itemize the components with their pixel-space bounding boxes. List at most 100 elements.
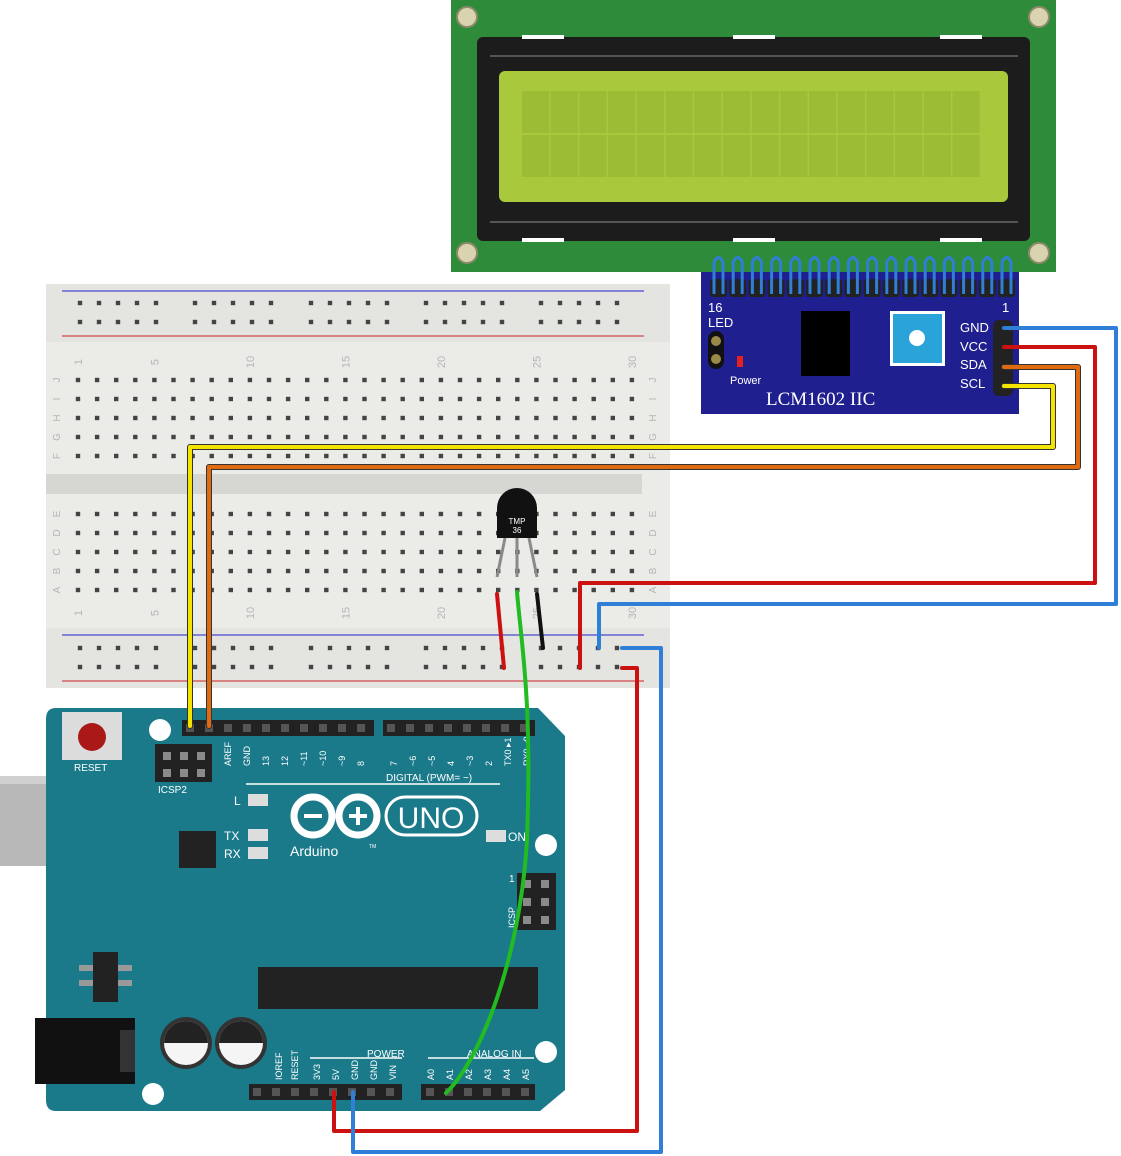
trademark: TM (369, 844, 376, 850)
breadboard-hole (305, 530, 310, 536)
icsp-pin (541, 880, 549, 888)
lcd-char-cell (923, 91, 951, 133)
breadboard-hole (96, 300, 102, 306)
i2c-pin-lead (827, 256, 840, 294)
breadboard-hole (268, 319, 274, 325)
breadboard-hole (324, 396, 329, 402)
breadboard-hole (96, 664, 102, 670)
lcd-char-cell (895, 135, 923, 177)
breadboard-hole (557, 319, 563, 325)
row-label-right: D (648, 529, 659, 536)
row-label-left: J (52, 378, 63, 383)
led-on-label: ON (508, 830, 526, 844)
breadboard-hole (419, 549, 424, 555)
digital-pin-hole (300, 724, 308, 732)
breadboard-hole (610, 511, 615, 517)
breadboard-hole (438, 530, 444, 536)
lcd-char-cell (751, 91, 779, 133)
breadboard-hole (75, 415, 81, 421)
lcd-bezel-mark (940, 238, 982, 242)
breadboard-hole (343, 568, 348, 574)
capacitor-mark (164, 1021, 208, 1043)
breadboard-hole (115, 300, 121, 306)
analog-pin-label: A2 (464, 1069, 474, 1080)
breadboard-hole (230, 664, 236, 670)
regulator-pin (118, 965, 132, 971)
lcd-char-cell (780, 91, 808, 133)
breadboard-hole (152, 587, 157, 593)
breadboard-hole (362, 587, 367, 593)
led-tx (248, 829, 268, 841)
lcd-char-cell (866, 91, 894, 133)
lcd-char-cell (923, 135, 951, 177)
breadboard-hole (591, 377, 596, 383)
breadboard-hole (343, 396, 348, 402)
digital-pin-label: 2 (484, 761, 494, 766)
lcd-bezel-mark (522, 35, 564, 39)
row-label-left: C (52, 548, 63, 555)
lcd-char-cell (579, 135, 607, 177)
digital-pin-label: TX0 ▸1 (503, 737, 513, 766)
breadboard-holes (75, 300, 635, 670)
breadboard-hole (171, 396, 176, 402)
i2c-pin-lead (846, 256, 859, 294)
led-l-label: L (234, 794, 241, 808)
breadboard-hole (249, 645, 255, 651)
breadboard-hole (327, 300, 333, 306)
column-number-top: 25 (531, 356, 543, 368)
breadboard-hole (171, 377, 176, 383)
row-label-left: H (52, 414, 63, 421)
breadboard-hole (381, 587, 386, 593)
breadboard-hole (308, 645, 314, 651)
microcontroller-chip (258, 967, 538, 1009)
breadboard-hole (442, 300, 448, 306)
breadboard-hole (572, 434, 577, 440)
breadboard-hole (419, 511, 424, 517)
breadboard-hole (614, 300, 620, 306)
row-label-right: H (648, 414, 659, 421)
column-number-bottom: 15 (340, 607, 352, 619)
lcd-char-cell (780, 135, 808, 177)
breadboard-hole (591, 434, 596, 440)
breadboard-hole (266, 511, 272, 517)
breadboard-hole (171, 549, 176, 555)
row-label-right: C (648, 548, 659, 555)
lcd-char-cell (636, 135, 664, 177)
breadboard-hole (629, 530, 635, 536)
wire-scl (188, 384, 1055, 728)
breadboard-hole (553, 587, 558, 593)
breadboard-hole (114, 530, 119, 536)
breadboard-hole (496, 377, 501, 383)
wire-sensor-signal (444, 590, 531, 1095)
breadboard-hole (153, 319, 159, 325)
column-number-bottom: 30 (627, 607, 639, 619)
power-pin-hole (386, 1088, 394, 1096)
row-label-right: F (648, 453, 659, 459)
breadboard-hole (534, 396, 539, 402)
breadboard-hole (152, 511, 157, 517)
analog-pin-label: A4 (502, 1069, 512, 1080)
breadboard-hole (629, 587, 635, 593)
digital-pin-hole (520, 724, 528, 732)
breadboard-hole (324, 511, 329, 517)
lcd-bezel-mark (733, 35, 775, 39)
lcd-char-cell (608, 91, 636, 133)
pin-1-label: 1 (1002, 300, 1009, 315)
breadboard-hole (515, 434, 520, 440)
breadboard-hole (228, 453, 233, 459)
breadboard-hole (362, 530, 367, 536)
column-number-top: 10 (245, 356, 257, 368)
breadboard-hole (171, 568, 176, 574)
digital-pin-hole (224, 724, 232, 732)
digital-pin-label: AREF (223, 741, 233, 766)
reset-button[interactable] (78, 723, 106, 751)
breadboard-hole (538, 664, 544, 670)
icsp2-label: ICSP2 (158, 785, 187, 796)
breadboard-hole (457, 415, 463, 421)
breadboard-hole (362, 415, 367, 421)
breadboard-hole (134, 645, 140, 651)
breadboard-hole (343, 549, 348, 555)
sda-pin-label: SDA (960, 357, 987, 372)
analog-pin-label: A5 (521, 1069, 531, 1080)
